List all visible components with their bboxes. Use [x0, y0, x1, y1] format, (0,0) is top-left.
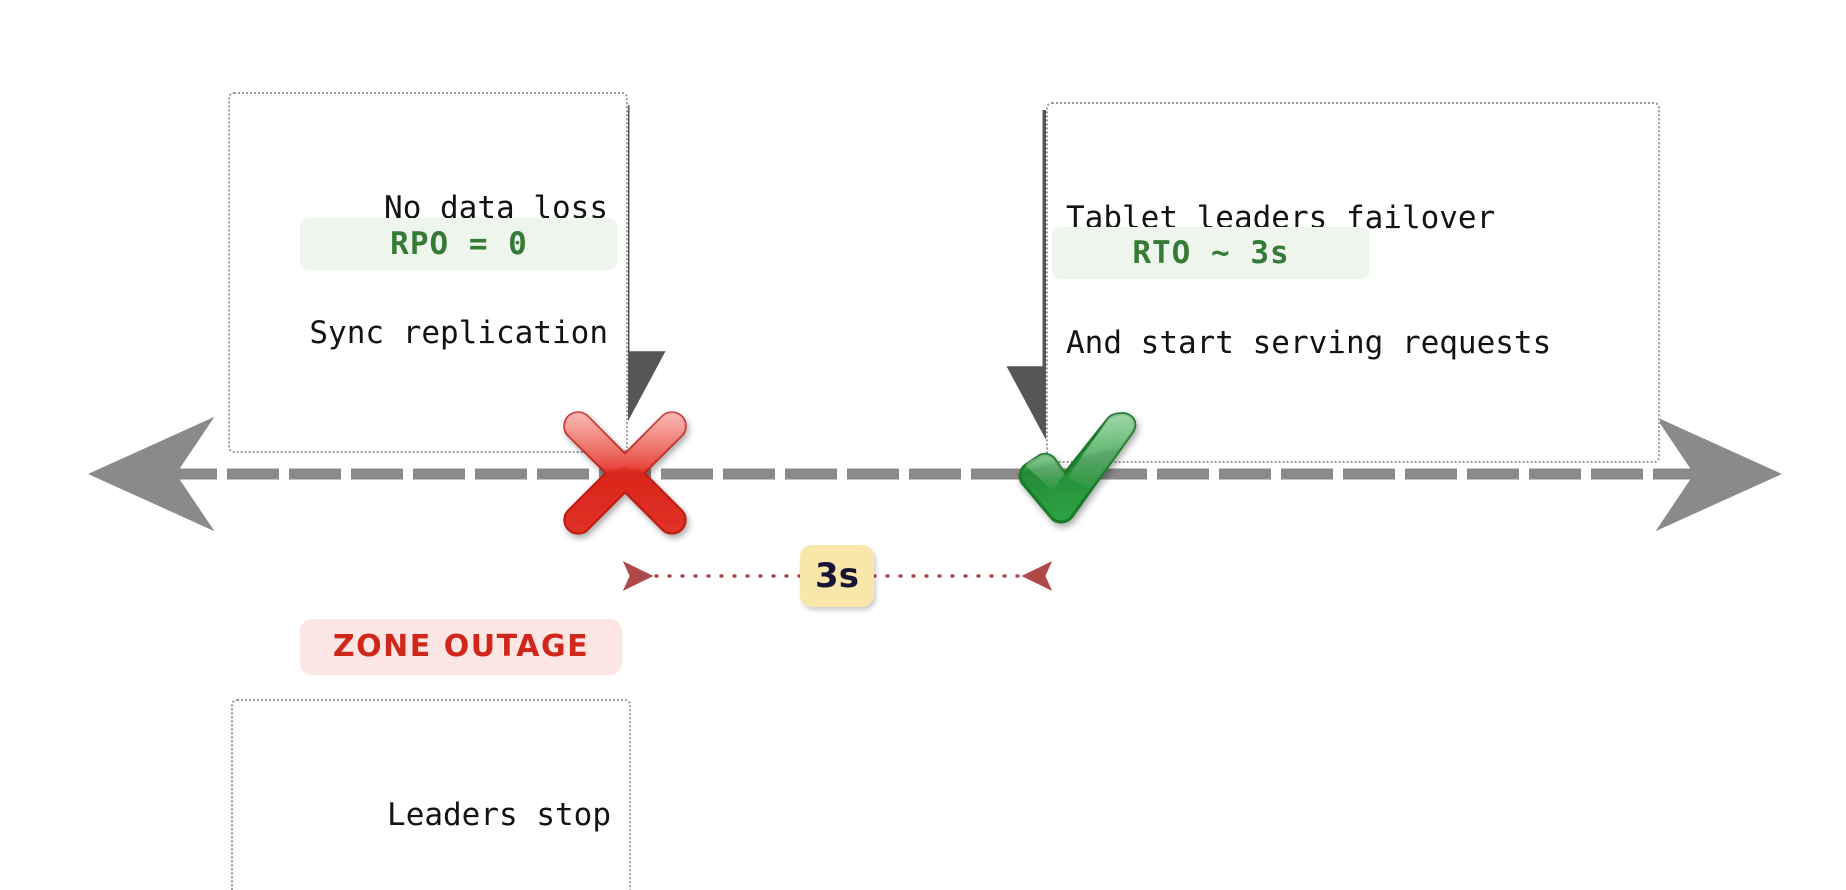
green-check-mark-icon [1010, 398, 1150, 538]
note-line-2: And start serving requests [1066, 325, 1552, 362]
red-cross-mark-icon [556, 404, 694, 542]
leaders-stop-note: Leaders stop serving requests [231, 699, 631, 890]
note-line-2: Sync replication [309, 315, 608, 352]
rto-badge: RTO ~ 3s [1052, 227, 1370, 279]
tablet-failover-note: Tablet leaders failover And start servin… [1046, 102, 1660, 463]
note-line-1: Leaders stop [387, 796, 611, 833]
no-data-loss-note: No data loss Sync replication [228, 92, 628, 453]
rpo-badge: RPO = 0 [300, 218, 618, 270]
recovery-duration-chip: 3s [800, 545, 874, 607]
zone-outage-badge: ZONE OUTAGE [300, 619, 622, 675]
